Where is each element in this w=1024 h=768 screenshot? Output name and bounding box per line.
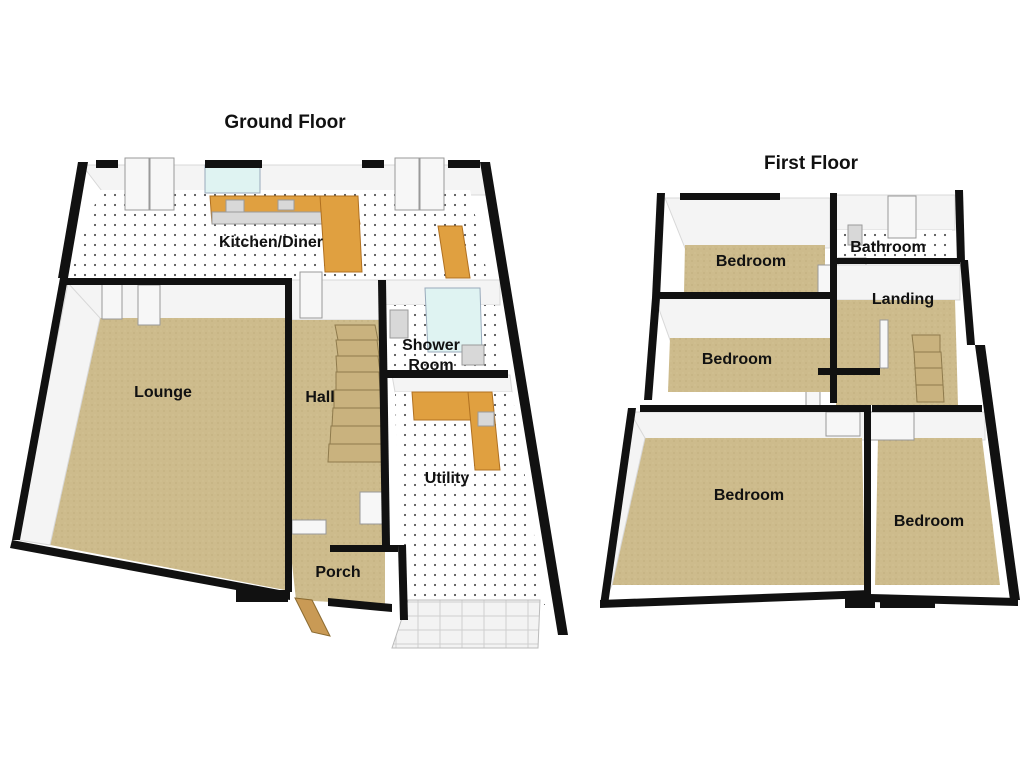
bedroom-3-room [604,410,866,601]
shower-room [379,279,505,389]
hall-room [289,271,385,545]
bathroom-label: Bathroom [850,239,926,256]
bedroom-1-room [664,197,833,296]
shower-room-label-line2: Room [408,357,453,374]
bathroom-room [835,194,956,281]
bedroom-2-label: Bedroom [702,351,772,368]
bedroom-3-label: Bedroom [714,487,784,504]
first-walls [600,190,1020,608]
porch-room [290,519,385,637]
porch-label: Porch [315,564,360,581]
hall-label: Hall [305,389,334,406]
bedroom-1-label: Bedroom [716,253,786,270]
bedroom-4-room [869,411,1000,585]
bedroom-2-room [654,297,833,392]
bedroom-4-label: Bedroom [894,513,964,530]
lounge-room [17,281,291,590]
kitchen-diner-label: Kitchen/Diner [219,234,323,251]
utility-label: Utility [425,470,470,487]
ground-staircase [327,324,385,463]
lounge-label: Lounge [134,384,192,401]
utility-room [359,374,545,649]
ground-floor: Ground Floor [10,112,568,649]
ground-walls [10,160,568,635]
shower-room-label-line1: Shower [402,337,460,354]
first-staircase [911,334,945,403]
kitchen-diner-room [68,157,491,279]
landing-label: Landing [872,291,934,308]
first-floor-title: First Floor [764,153,859,174]
ground-floor-title: Ground Floor [224,112,346,133]
first-floor: First Floor [600,153,1020,608]
